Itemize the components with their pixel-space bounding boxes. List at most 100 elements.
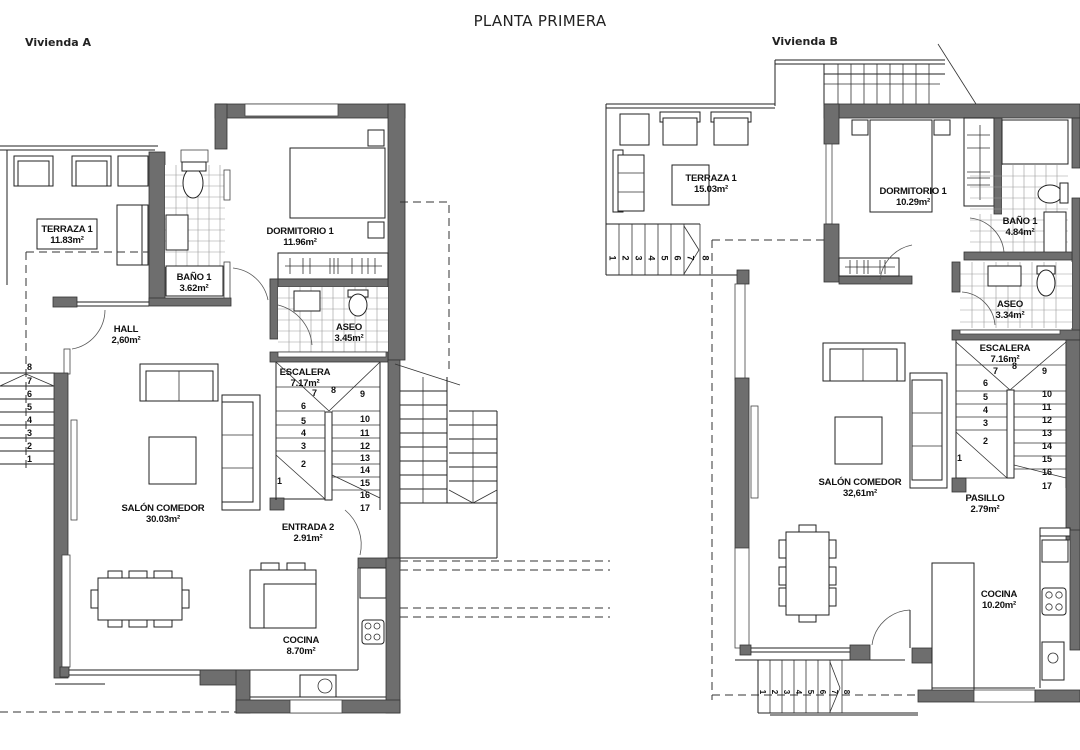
toilet-room-a: [269, 278, 389, 352]
step-number: 11: [1042, 402, 1052, 412]
terrace-a: [0, 145, 158, 470]
room-name: ESCALERA: [279, 367, 331, 378]
step-number: 16: [360, 490, 371, 500]
step-number: 6: [672, 255, 683, 261]
room-name: BAÑO 1: [1002, 216, 1038, 227]
step-number: 6: [983, 378, 989, 388]
room-area: 10.29m²: [896, 197, 930, 208]
vivienda-b-label: Vivienda B: [772, 35, 838, 48]
step-number: 1: [758, 689, 768, 695]
kitchen-a: [0, 359, 401, 714]
step-number: 7: [27, 376, 33, 386]
bathroom-a: [148, 149, 269, 307]
step-number: 9: [360, 389, 366, 399]
vivienda-a-label: Vivienda A: [25, 36, 91, 49]
step-number: 4: [301, 428, 307, 438]
room-name: TERRAZA 1: [41, 224, 93, 235]
room-name: COCINA: [282, 635, 320, 646]
step-number: 8: [842, 689, 852, 695]
room-area: 3.62m²: [179, 283, 209, 294]
room-area: 3.34m²: [995, 310, 1025, 321]
vivienda-a-plan: [0, 103, 610, 714]
step-number: 5: [659, 255, 670, 261]
step-number: 3: [633, 255, 644, 261]
step-number: 13: [1042, 428, 1053, 438]
step-number: 10: [1042, 389, 1053, 399]
room-area: 8.70m²: [286, 646, 316, 657]
step-number: 2: [27, 441, 33, 451]
living-room-a: [55, 363, 261, 685]
room-name: ESCALERA: [979, 343, 1031, 354]
step-number: 16: [1042, 467, 1053, 477]
step-number: 5: [983, 392, 989, 402]
step-number: 2: [983, 436, 989, 446]
step-number: 8: [700, 255, 711, 261]
step-number: 12: [360, 441, 371, 451]
room-area: 30.03m²: [146, 514, 180, 525]
room-name: HALL: [113, 324, 139, 335]
room-area: 4.84m²: [1005, 227, 1035, 238]
room-name: DORMITORIO 1: [266, 226, 334, 237]
step-number: 3: [301, 441, 307, 451]
step-number: 1: [27, 454, 33, 464]
room-area: 7.16m²: [990, 354, 1020, 365]
kitchen-b: [917, 527, 1080, 703]
room-name: DORMITORIO 1: [879, 186, 947, 197]
step-number: 3: [983, 418, 989, 428]
step-number: 5: [27, 402, 33, 412]
step-number: 1: [607, 255, 618, 261]
step-number: 1: [957, 453, 963, 463]
interior-stair-b: [951, 339, 1080, 541]
room-area: 2,60m²: [111, 335, 141, 346]
step-number: 8: [331, 385, 337, 395]
step-number: 3: [782, 689, 792, 695]
step-number: 4: [983, 405, 989, 415]
step-number: 7: [312, 388, 318, 398]
exterior-stair-a-right: [394, 201, 610, 618]
step-number: 6: [818, 689, 828, 695]
step-number: 8: [27, 362, 33, 372]
room-name: PASILLO: [965, 493, 1005, 504]
step-number: 2: [770, 689, 780, 695]
step-number: 1: [277, 476, 283, 486]
bathroom-b: [963, 117, 1080, 349]
room-area: 11.83m²: [50, 235, 84, 246]
exterior-stair-a: [0, 372, 69, 679]
room-name: ENTRADA 2: [281, 522, 335, 533]
room-area: 7.17m²: [290, 378, 320, 389]
page-title: PLANTA PRIMERA: [473, 12, 607, 30]
step-number: 11: [360, 428, 370, 438]
step-number: 2: [301, 459, 307, 469]
step-number: 15: [360, 478, 371, 488]
room-name: ASEO: [996, 299, 1024, 310]
bedroom-b: [823, 103, 1080, 285]
step-number: 6: [27, 389, 33, 399]
step-number: 14: [1042, 441, 1053, 451]
step-number: 14: [360, 465, 371, 475]
step-number: 17: [360, 503, 371, 513]
step-number: 4: [794, 689, 804, 695]
room-name: SALÓN COMEDOR: [121, 503, 205, 514]
room-name: ASEO: [335, 322, 363, 333]
step-number: 4: [27, 415, 33, 425]
room-area: 10.20m²: [982, 600, 1016, 611]
step-number: 15: [1042, 454, 1053, 464]
room-area: 15.03m²: [694, 184, 728, 195]
step-number: 7: [685, 255, 696, 261]
step-number: 2: [620, 255, 631, 261]
room-name: TERRAZA 1: [685, 173, 737, 184]
step-number: 17: [1042, 481, 1053, 491]
